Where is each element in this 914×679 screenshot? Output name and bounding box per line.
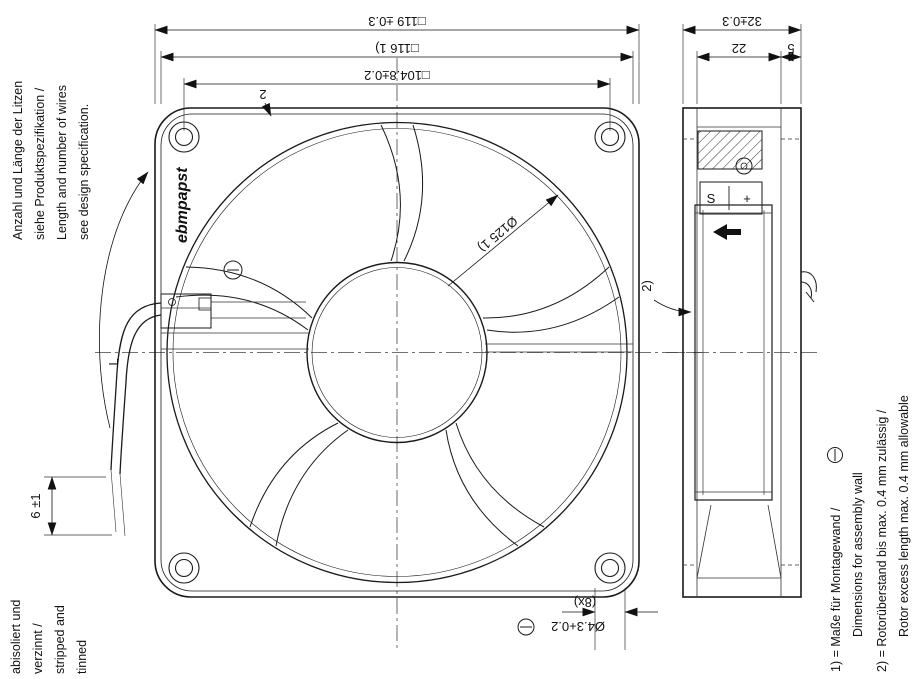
flange-thickness-leader [261,102,272,117]
ref-2-leader [653,299,692,317]
strip-note-line-3: stripped and [53,605,67,674]
rotor-body [694,204,773,501]
dim-strip-length-label: 6 ±1 [28,493,43,518]
dim-wall-square-label: □116 1) [375,41,419,56]
side-view: S + 2) [639,107,818,598]
front-view: ebmpapst [95,58,702,652]
terminal-block [160,293,212,329]
dim-hole-spacing-label: □104.8±0.2 [364,68,430,83]
dim-hole-diameter-label: Ø4.3+0.2 [551,619,605,634]
dim-wire-length-label: L [106,358,121,365]
dim-hole-count-label: (8x) [574,595,596,610]
footnote-line-2: Dimensions for assembly wall [851,472,865,637]
lead-wires [110,302,162,537]
impeller-blades [175,124,620,547]
side-wire-exit [800,271,817,303]
wire-channel [161,301,633,353]
polarity-label-box [699,181,763,215]
rotor-hub-inner [311,267,483,438]
strip-note-line-4: tinned [75,640,89,674]
dim-outer-square-label: □119 ±0.3 [368,14,425,29]
strip-note: abisoliert und verzinnt / stripped and t… [9,600,89,674]
ref-2-label: 2) [639,280,654,292]
footnote-circled-minus-icon [827,447,843,463]
wire-spec-note: Anzahl und Länge der Litzen siehe Produk… [11,81,91,240]
dim-depth-label: 32±0.3 [722,14,762,29]
terminal-housing-section [697,130,763,170]
screw-center [740,162,748,170]
footnote-line-3: 2) = Rotorüberstand bis max. 0.4 mm zulä… [875,409,889,672]
polarity-plus-label: + [743,191,751,206]
circled-minus-icon [517,618,535,636]
wire-spec-line-3: Length and number of wires [55,85,69,240]
footnote-line-4: Rotor excess length max. 0.4 mm allowabl… [897,395,911,637]
strip-note-line-1: abisoliert und [9,600,23,674]
brand-logo: ebmpapst [174,167,191,243]
side-outline [682,107,802,598]
flange-hole-hidden-lines [683,138,801,566]
wire-note-leader [99,171,149,429]
footnote-line-1: 1) = Maße für Montagewand / [829,507,843,672]
wire-spec-line-1: Anzahl und Länge der Litzen [11,81,25,240]
footnotes: 1) = Maße für Montagewand / Dimensions f… [827,395,911,672]
strip-note-line-2: verzinnt / [31,623,45,674]
screw-boss [735,157,753,175]
venturi-inner-circle [172,128,622,577]
venturi-circle [166,121,628,584]
side-dimensions: 32±0.3 22 5 [682,14,802,104]
minus-pole-icon [223,260,243,280]
venturi-diameter-leader [447,194,559,287]
wire-spec-line-2: siehe Produktspezifikation / [33,87,47,240]
housing-inner-edge [160,113,634,592]
polarity-s-label: S [707,191,716,206]
dim-flange-label: 5 [787,41,794,56]
airflow-arrow-icon [713,224,741,240]
dim-flange-thickness-label: 2 [259,87,266,102]
wire-spec-line-4: see design specification. [77,104,91,240]
dim-body-label: 22 [732,41,746,56]
rotor-hub [306,261,488,444]
housing-outline [154,107,640,598]
